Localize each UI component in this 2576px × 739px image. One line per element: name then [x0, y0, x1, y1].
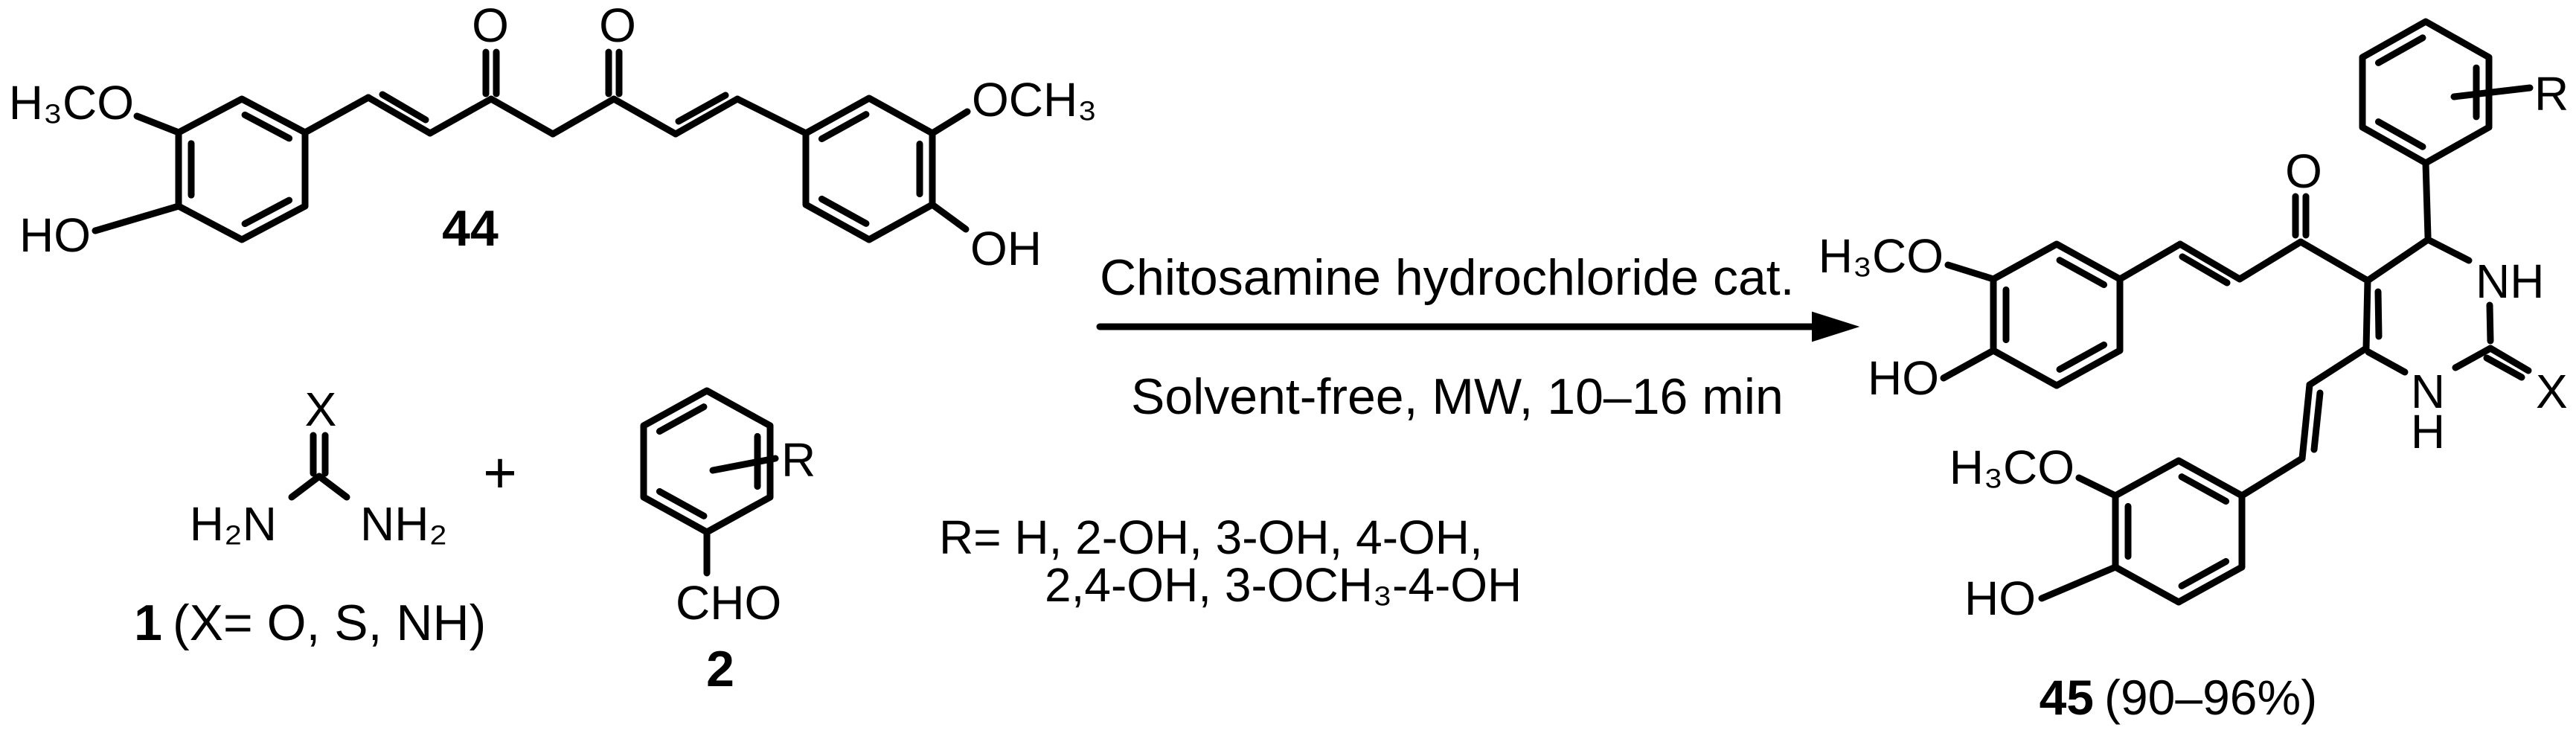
aromatic-inner-bond — [2374, 118, 2426, 150]
bond-c5-carbonyl — [2297, 238, 2371, 284]
reactant-2-structure: R CHO 2 — [640, 387, 816, 697]
bond-n1-c6 — [2365, 348, 2409, 376]
aromatic-inner-bond — [2056, 257, 2108, 289]
bond-c6-c5-inner — [2374, 288, 2383, 340]
bond-styryl-double-inner — [2310, 389, 2324, 453]
bond-vinyl-guaiacol-top — [2116, 240, 2184, 283]
product-x-label: X — [2536, 365, 2568, 418]
bond-methoxy-left — [133, 112, 182, 136]
catalyst-text: Chitosamine hydrochloride cat. — [1100, 249, 1795, 306]
bond-methoxy-bottom — [2075, 474, 2119, 499]
bond-hydroxy-left — [92, 202, 182, 234]
product-methoxy-bottom-label: H₃CO — [1949, 441, 2074, 494]
bond-hydroxy-top — [1940, 347, 1997, 382]
compound-2-number: 2 — [706, 641, 734, 697]
product-carbonyl-o-label: O — [2285, 144, 2322, 198]
bond-c6-c5-main — [2362, 277, 2371, 352]
bond-methoxy-right — [929, 108, 971, 137]
benzene-ring-left-44 — [175, 95, 309, 243]
aromatic-inner-bond — [656, 487, 708, 519]
compound-45-yield: (90–96%) — [2104, 670, 2317, 725]
bond-enone-double-main — [2176, 240, 2243, 283]
bond-carbonyl-vinyl — [2236, 238, 2304, 283]
bond-c2-x-double-inner — [2483, 354, 2525, 381]
product-methoxy-top-label: H₃CO — [1819, 229, 1944, 283]
bond-c-n-right — [315, 473, 350, 501]
aldehyde-label: CHO — [676, 576, 781, 630]
product-nh-label: NH — [2476, 255, 2544, 308]
bond-vinyl-double-inner — [379, 91, 429, 124]
reactant-44-structure: H₃CO HO O O OCH₃ OH 44 — [9, 0, 1098, 275]
reaction-arrow-head — [1812, 311, 1860, 342]
product-guaiacol-ring-top — [1990, 240, 2124, 389]
amine-right-label: NH₂ — [360, 497, 447, 551]
hydroxy-right-label: OH — [970, 222, 1042, 275]
bond-c5-c4 — [2364, 236, 2432, 284]
bond-c2-n1 — [2452, 345, 2494, 371]
bond-vinyl-double-main — [365, 94, 434, 137]
bond-r-substituent — [709, 455, 779, 474]
aromatic-inner-bond — [818, 195, 870, 227]
bond-phenyl-c4 — [2422, 159, 2432, 240]
bond-c2-x-double-main — [2487, 345, 2532, 374]
bond-product-r — [2450, 84, 2534, 100]
reaction-arrow-group: Chitosamine hydrochloride cat. Solvent-f… — [1096, 249, 1860, 425]
compound-1-number: 1 — [134, 595, 162, 651]
product-ring-h-label: H — [2411, 405, 2445, 458]
bond-vinyl2-double-inner — [675, 92, 729, 125]
methoxy-left-label: H₃CO — [9, 76, 134, 129]
bond-methoxy-top — [1944, 261, 1997, 283]
r-definition: R= H, 2-OH, 3-OH, 4-OH, 2,4-OH, 3-OCH₃-4… — [939, 511, 1522, 612]
compound-44-number: 44 — [442, 200, 499, 257]
product-hydroxy-top-label: HO — [1868, 351, 1939, 405]
product-guaiacol-ring-bottom — [2112, 457, 2246, 606]
bond-vinyl2-ring — [734, 95, 810, 137]
bond-c4-n3 — [2424, 236, 2473, 264]
aromatic-inner-bond — [2056, 341, 2108, 373]
aromatic-inner-bond — [2178, 473, 2230, 505]
bond-ring-vinyl — [301, 94, 372, 136]
reactant-1-structure: X H₂N NH₂ 1 (X= O, S, NH) — [134, 383, 486, 651]
bond-enone-double-inner — [2179, 253, 2231, 287]
bond-styryl-guaiacol-bottom — [2238, 455, 2306, 499]
bond-styryl-double-main — [2298, 381, 2313, 462]
benzene-ring-right-44 — [802, 95, 936, 243]
x-top-label: X — [305, 383, 337, 436]
bond-hydroxy-bottom — [2038, 563, 2119, 602]
r-definition-line2: 2,4-OH, 3-OCH₃-4-OH — [1045, 558, 1522, 612]
conditions-text: Solvent-free, MW, 10–16 min — [1131, 368, 1784, 425]
r-definition-line1: R= H, 2-OH, 3-OH, 4-OH, — [939, 511, 1483, 564]
bond-hydroxy-right — [929, 201, 970, 233]
bond-carbonyl-ch2 — [487, 95, 557, 138]
compound-1-variants: (X= O, S, NH) — [173, 595, 486, 651]
bond-vinyl-carbonyl — [426, 95, 495, 137]
methoxy-right-label: OCH₃ — [972, 73, 1097, 127]
bond-c-n-left — [288, 473, 323, 501]
carbonyl-o-right-label: O — [599, 0, 636, 52]
aromatic-inner-bond — [2178, 557, 2230, 589]
compound-45-number: 45 — [2040, 670, 2094, 725]
carbonyl-o-left-label: O — [472, 0, 509, 52]
product-r-label: R — [2534, 67, 2569, 121]
amine-left-label: H₂N — [190, 497, 277, 551]
aromatic-inner-bond — [818, 111, 870, 143]
plus-sign: + — [483, 440, 517, 505]
hydroxy-left-label: HO — [19, 208, 91, 262]
product-hydroxy-bottom-label: HO — [1964, 572, 2036, 625]
aromatic-inner-bond — [656, 403, 708, 435]
aromatic-inner-bond — [241, 196, 293, 228]
bond-vinyl2-double-main — [672, 95, 741, 138]
r-substituent-label: R — [781, 433, 816, 487]
bond-ch2-carbonyl — [549, 95, 618, 138]
aromatic-inner-bond — [241, 111, 293, 142]
aromatic-inner-bond — [2374, 34, 2426, 66]
product-45-structure: H₃CO HO O NH X N H R H₃CO HO 45 (90–96%) — [1819, 18, 2569, 725]
bond-c6-styryl — [2306, 345, 2370, 388]
product-ring-n-label: N — [2411, 365, 2445, 418]
bond-carbonyl-vinyl2 — [610, 95, 679, 138]
